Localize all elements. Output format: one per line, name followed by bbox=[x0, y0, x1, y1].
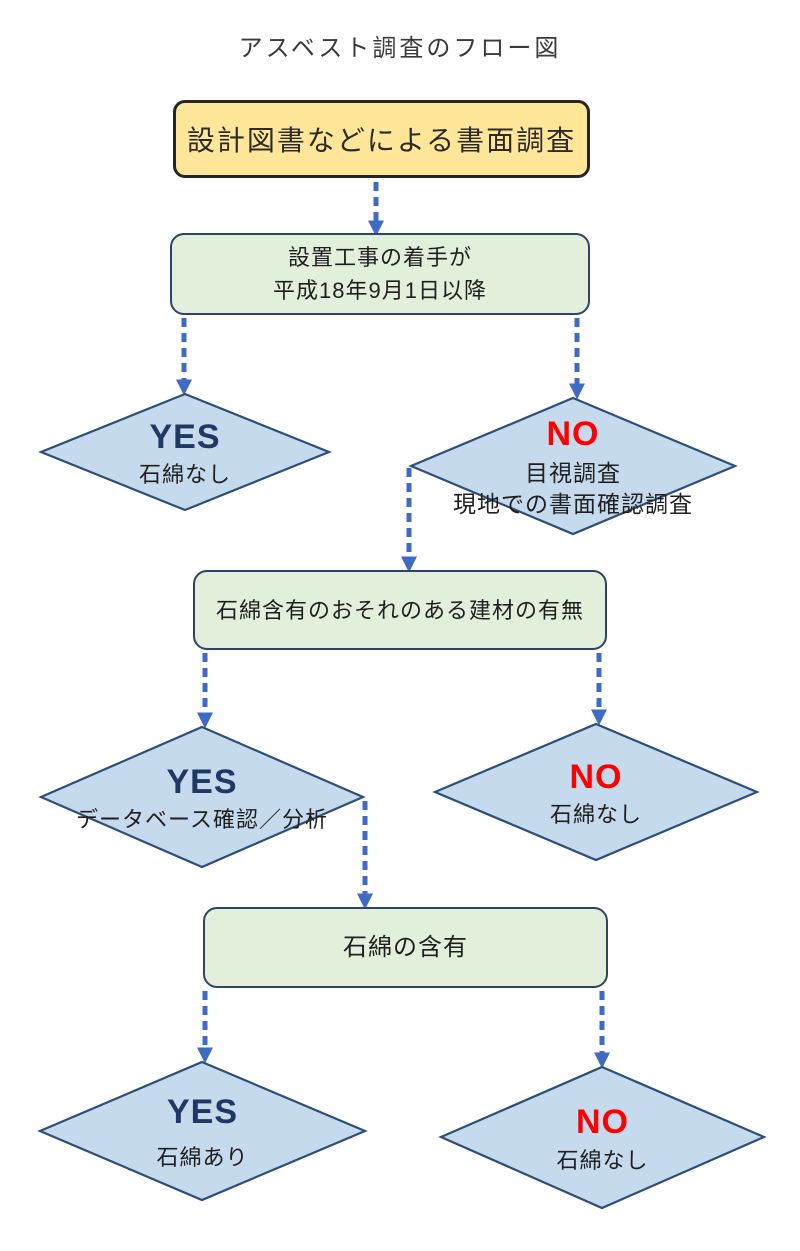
decision1-yes-result: 石綿なし bbox=[138, 462, 231, 487]
diamond-shape-svg bbox=[438, 1065, 767, 1210]
decision3-yes-result: 石綿あり bbox=[156, 1145, 249, 1170]
node-question-install-date: 設置工事の着手が 平成18年9月1日以降 bbox=[170, 233, 590, 315]
diamond-shape-svg bbox=[38, 725, 366, 869]
decision-word-yes: YES bbox=[166, 1092, 239, 1131]
decision1-no-action1: 目視調査 bbox=[525, 459, 621, 486]
diamond-shape bbox=[432, 722, 760, 862]
decision1-yes-labels: YES 石綿なし bbox=[139, 416, 231, 489]
question3-label: 石綿の含有 bbox=[343, 933, 468, 961]
node-start-document-survey: 設計図書などによる書面調査 bbox=[173, 100, 590, 178]
decision3-yes-labels: YES 石綿あり bbox=[156, 1091, 248, 1172]
decision2-yes-labels: YES データベース確認／分析 bbox=[76, 761, 328, 834]
question1-line2: 平成18年9月1日以降 bbox=[273, 278, 487, 303]
node-decision3-no: NO 石綿なし bbox=[438, 1065, 767, 1210]
diamond-shape-svg bbox=[38, 392, 332, 512]
decision1-no-action2: 現地での書面確認調査 bbox=[453, 491, 693, 518]
diamond-shape bbox=[37, 1060, 368, 1202]
decision-word-yes: YES bbox=[149, 417, 221, 456]
decision3-no-labels: NO 石綿なし bbox=[556, 1101, 648, 1174]
diamond-shape bbox=[408, 396, 738, 536]
decision-word-no: NO bbox=[575, 1103, 629, 1141]
node-decision1-no: NO 目視調査 現地での書面確認調査 bbox=[408, 396, 738, 536]
diamond-shape-svg bbox=[37, 1060, 368, 1202]
decision-word-no: NO bbox=[546, 415, 600, 453]
decision1-no-labels: NO 目視調査 現地での書面確認調査 bbox=[453, 413, 693, 519]
question1-line1: 設置工事の着手が bbox=[287, 245, 472, 270]
diamond-shape-svg bbox=[432, 722, 760, 862]
diamond-shape bbox=[38, 392, 332, 512]
diamond-shape bbox=[438, 1065, 767, 1210]
decision-word-yes: YES bbox=[166, 762, 238, 801]
page-title: アスベスト調査のフロー図 bbox=[238, 35, 562, 62]
decision2-yes-action: データベース確認／分析 bbox=[76, 807, 328, 832]
question2-label: 石綿含有のおそれのある建材の有無 bbox=[215, 597, 584, 623]
node-decision3-yes: YES 石綿あり bbox=[37, 1060, 368, 1202]
node-question-suspect-material: 石綿含有のおそれのある建材の有無 bbox=[193, 570, 607, 650]
node-question-asbestos-content: 石綿の含有 bbox=[203, 907, 608, 988]
start-label: 設計図書などによる書面調査 bbox=[186, 125, 577, 156]
decision-word-no: NO bbox=[569, 757, 623, 796]
diamond-shape-svg bbox=[408, 396, 738, 536]
decision2-no-result: 石綿なし bbox=[549, 802, 642, 827]
node-decision2-no: NO 石綿なし bbox=[432, 722, 760, 862]
decision3-no-result: 石綿なし bbox=[556, 1147, 649, 1173]
node-decision2-yes: YES データベース確認／分析 bbox=[38, 725, 366, 869]
decision2-no-labels: NO 石綿なし bbox=[550, 756, 642, 829]
diamond-shape bbox=[38, 725, 366, 869]
node-decision1-yes: YES 石綿なし bbox=[38, 392, 332, 512]
